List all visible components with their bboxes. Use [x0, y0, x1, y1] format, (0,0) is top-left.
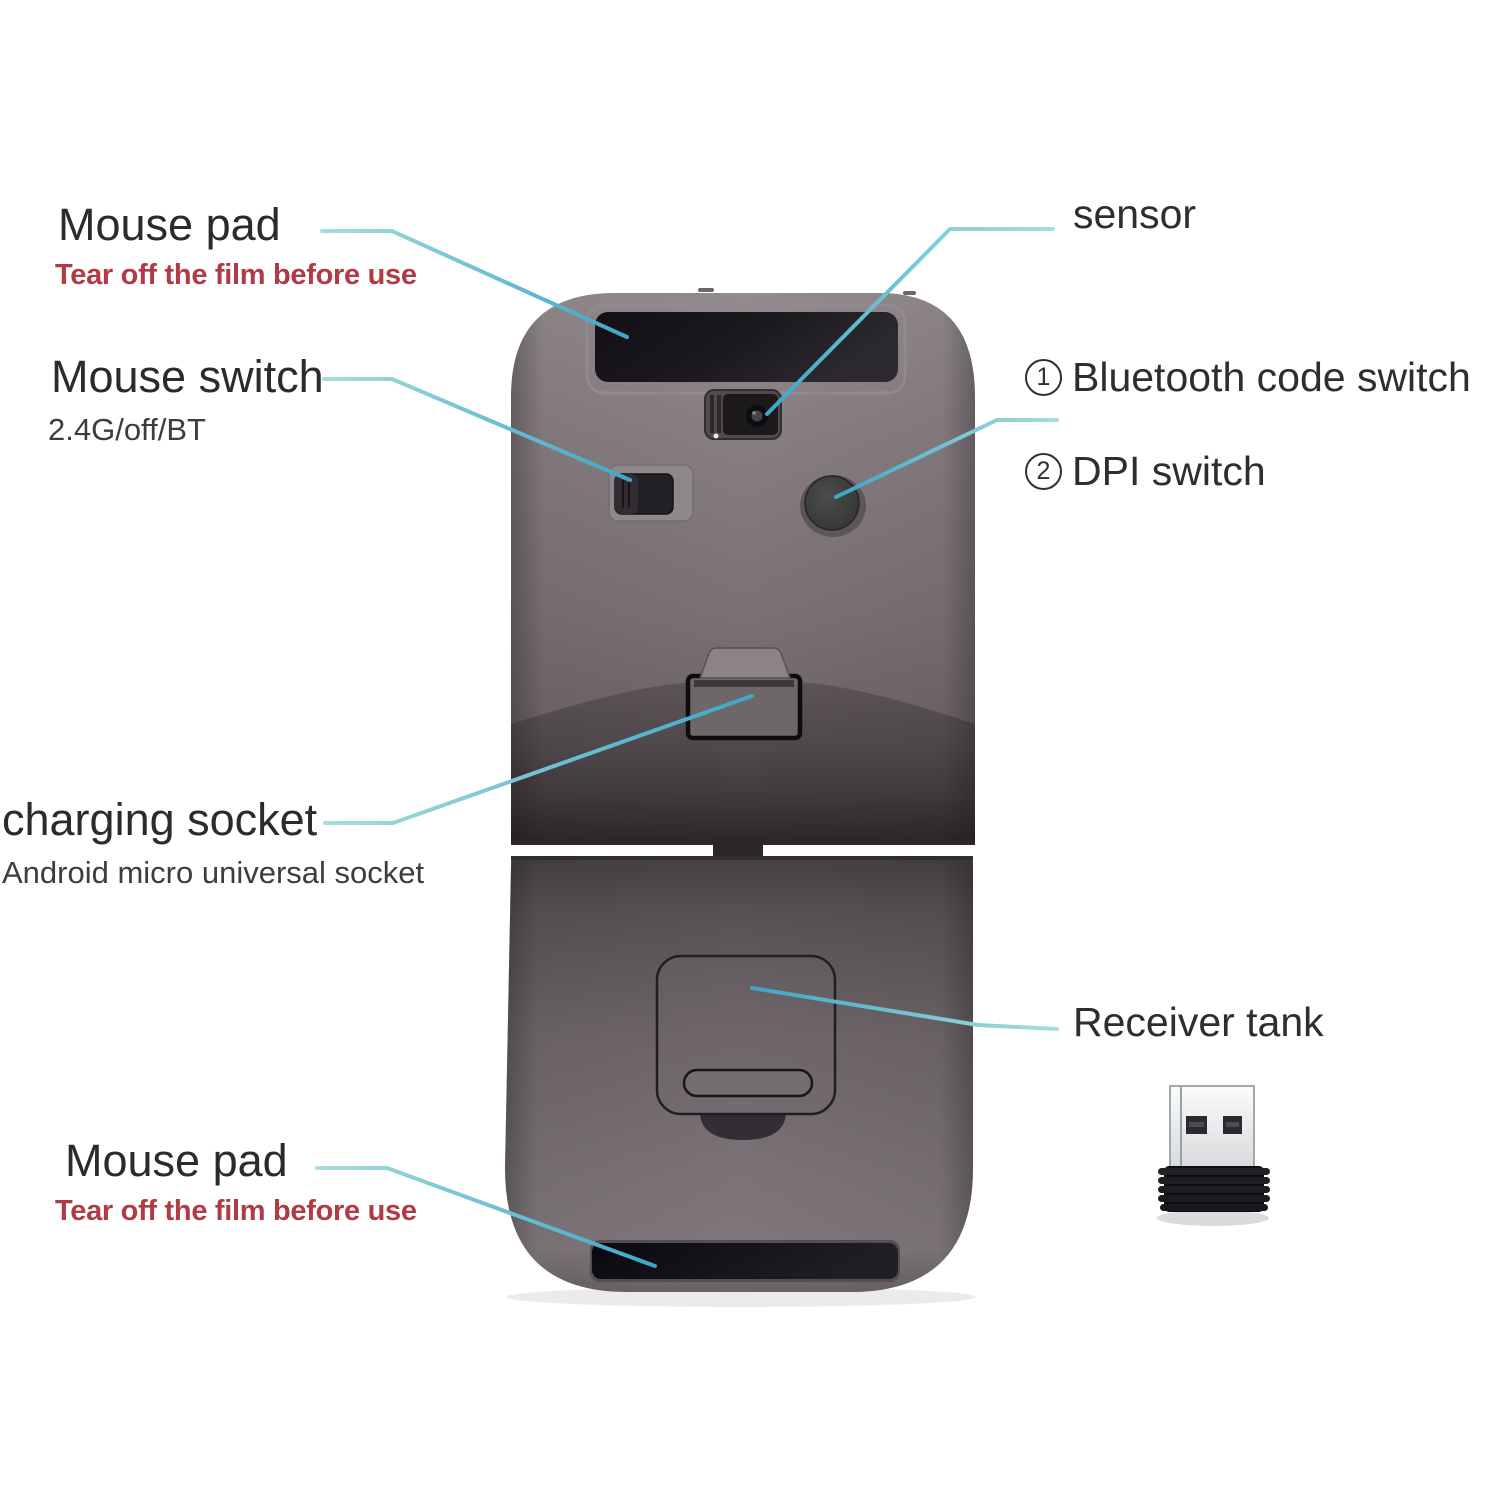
label-receiver-tank: Receiver tank [1073, 999, 1324, 1045]
callout-line-bluetooth-dpi [834, 418, 1059, 499]
label-dpi-switch: 2 DPI switch [1025, 448, 1266, 494]
mouse-pad-top-note: Tear off the film before use [55, 258, 417, 291]
mouse-switch-title: Mouse switch [51, 351, 324, 402]
bluetooth-code-switch-title: Bluetooth code switch [1072, 354, 1471, 400]
callout-line-mouse-switch [322, 377, 632, 482]
receiver-tank-title: Receiver tank [1073, 999, 1324, 1045]
circled-number-2-icon: 2 [1025, 453, 1062, 491]
callout-line-mouse-pad-bottom [315, 1166, 657, 1268]
sensor-title: sensor [1073, 191, 1197, 237]
label-charging-socket: charging socket Android micro universal … [2, 795, 424, 891]
mouse-switch-slider [608, 464, 694, 522]
callout-line-charging-socket [323, 694, 754, 825]
mouse-pad-strip-bottom [590, 1240, 900, 1282]
label-bluetooth-code-switch: 1 Bluetooth code switch [1025, 354, 1471, 400]
receiver-door-slot [682, 1068, 814, 1098]
mouse-pad-bottom-note: Tear off the film before use [55, 1194, 417, 1227]
label-mouse-switch: Mouse switch 2.4G/off/BT [48, 352, 324, 448]
label-mouse-pad-bottom: Mouse pad Tear off the film before use [55, 1136, 417, 1228]
receiver-tank-door [655, 954, 837, 1140]
charging-area-shading [511, 682, 975, 845]
mouse-switch-note: 2.4G/off/BT [48, 411, 206, 447]
charging-socket-note: Android micro universal socket [2, 854, 425, 890]
label-sensor: sensor [1073, 191, 1197, 237]
label-mouse-pad-top: Mouse pad Tear off the film before use [55, 200, 417, 292]
mouse-pad-top-title: Mouse pad [58, 199, 281, 250]
charging-socket-cover [685, 647, 803, 741]
dpi-button [800, 475, 866, 537]
circled-number-1-icon: 1 [1025, 359, 1062, 397]
charging-socket-title: charging socket [2, 794, 318, 845]
sensor-assembly [704, 389, 782, 440]
dpi-switch-title: DPI switch [1072, 448, 1266, 494]
fold-hinge-connector [713, 838, 763, 857]
usb-receiver [1157, 1085, 1270, 1226]
callout-line-receiver-tank [750, 986, 1059, 1031]
usb-receiver-base [1158, 1166, 1270, 1212]
mouse-pad-bottom-title: Mouse pad [65, 1135, 288, 1186]
callout-line-mouse-pad-top [320, 229, 629, 339]
mouse-pad-strip-top [585, 303, 907, 395]
callout-line-sensor [765, 227, 1055, 416]
mouse-top-shell [511, 288, 975, 845]
ground-shadow [506, 1287, 976, 1307]
